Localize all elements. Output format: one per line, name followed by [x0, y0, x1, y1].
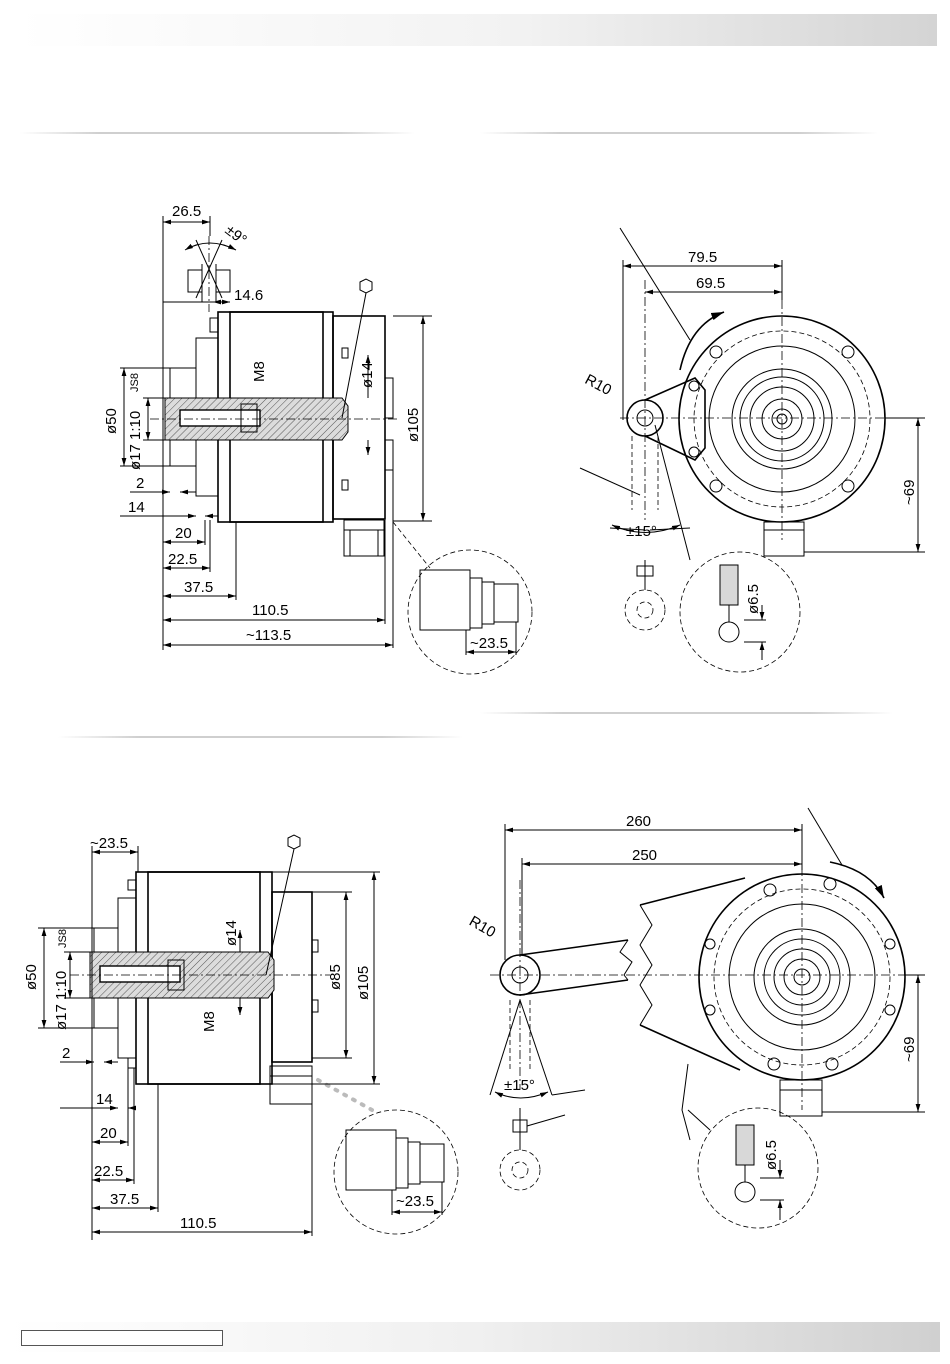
dim-22-5: 22.5 — [168, 551, 197, 568]
dim-r10: R10 — [466, 913, 498, 941]
dim-2: 2 — [62, 1045, 70, 1062]
view-top-right: 79.5 69.5 R10 ±15° ~69 ø6.5 — [580, 228, 925, 672]
dim-37-5: 37.5 — [110, 1191, 139, 1208]
dim-20: 20 — [175, 525, 192, 542]
dim-22-5: 22.5 — [94, 1163, 123, 1180]
dim-taper: ø17 1:10 — [53, 971, 70, 1030]
dim-37-5: 37.5 — [184, 579, 213, 596]
dim-dia-6-5: ø6.5 — [745, 584, 762, 614]
dim-angle-15: ±15° — [504, 1077, 535, 1094]
label-m8: M8 — [251, 361, 268, 382]
dim-14: 14 — [128, 499, 145, 516]
view-bottom-left: ~23.5 ø14 JS8 ø50 ø17 1:10 M8 ø85 ø105 2… — [23, 835, 458, 1240]
dim-113-5: ~113.5 — [246, 627, 291, 644]
footer-bar — [8, 1322, 940, 1352]
dim-20: 20 — [100, 1125, 117, 1142]
dim-14: 14 — [96, 1091, 113, 1108]
dim-23-5: ~23.5 — [470, 635, 508, 652]
dim-dia-14: ø14 — [359, 362, 376, 388]
dim-2: 2 — [136, 475, 144, 492]
dim-79-5: 79.5 — [688, 249, 717, 266]
dim-dia-105: ø105 — [355, 966, 372, 1000]
footer-label-box — [21, 1330, 223, 1346]
view-top-left: 26.5 ±9° 14.6 M8 ø14 JS8 ø50 ø17 1:10 ø1… — [103, 203, 532, 674]
dim-69-5: 69.5 — [696, 275, 725, 292]
dim-23-5-detail: ~23.5 — [396, 1193, 434, 1210]
dim-r10: R10 — [582, 371, 614, 399]
dim-250: 250 — [632, 847, 657, 864]
dim-110-5: 110.5 — [180, 1215, 216, 1232]
dim-dia-105: ø105 — [405, 408, 422, 442]
dim-angle-15: ±15° — [626, 523, 657, 540]
dim-dia-14: ø14 — [223, 920, 240, 946]
label-js8: JS8 — [57, 929, 69, 948]
label-m8: M8 — [201, 1011, 218, 1032]
label-js8: JS8 — [129, 373, 141, 392]
dim-110-5: 110.5 — [252, 602, 288, 619]
dim-26-5: 26.5 — [172, 203, 201, 220]
dim-taper: ø17 1:10 — [127, 411, 144, 470]
dim-angle-9: ±9° — [222, 222, 250, 249]
dim-69: ~69 — [901, 1037, 918, 1062]
dim-dia-50: ø50 — [103, 408, 120, 434]
dim-dia-85: ø85 — [327, 964, 344, 990]
dim-dia-50: ø50 — [23, 964, 40, 990]
dim-23-5-top: ~23.5 — [90, 835, 128, 852]
dim-260: 260 — [626, 813, 651, 830]
view-bottom-right: 260 250 R10 ±15° ~69 ø6.5 — [466, 808, 925, 1228]
dim-69: ~69 — [901, 480, 918, 505]
dim-dia-6-5: ø6.5 — [763, 1140, 780, 1170]
dim-14-6: 14.6 — [234, 287, 263, 304]
